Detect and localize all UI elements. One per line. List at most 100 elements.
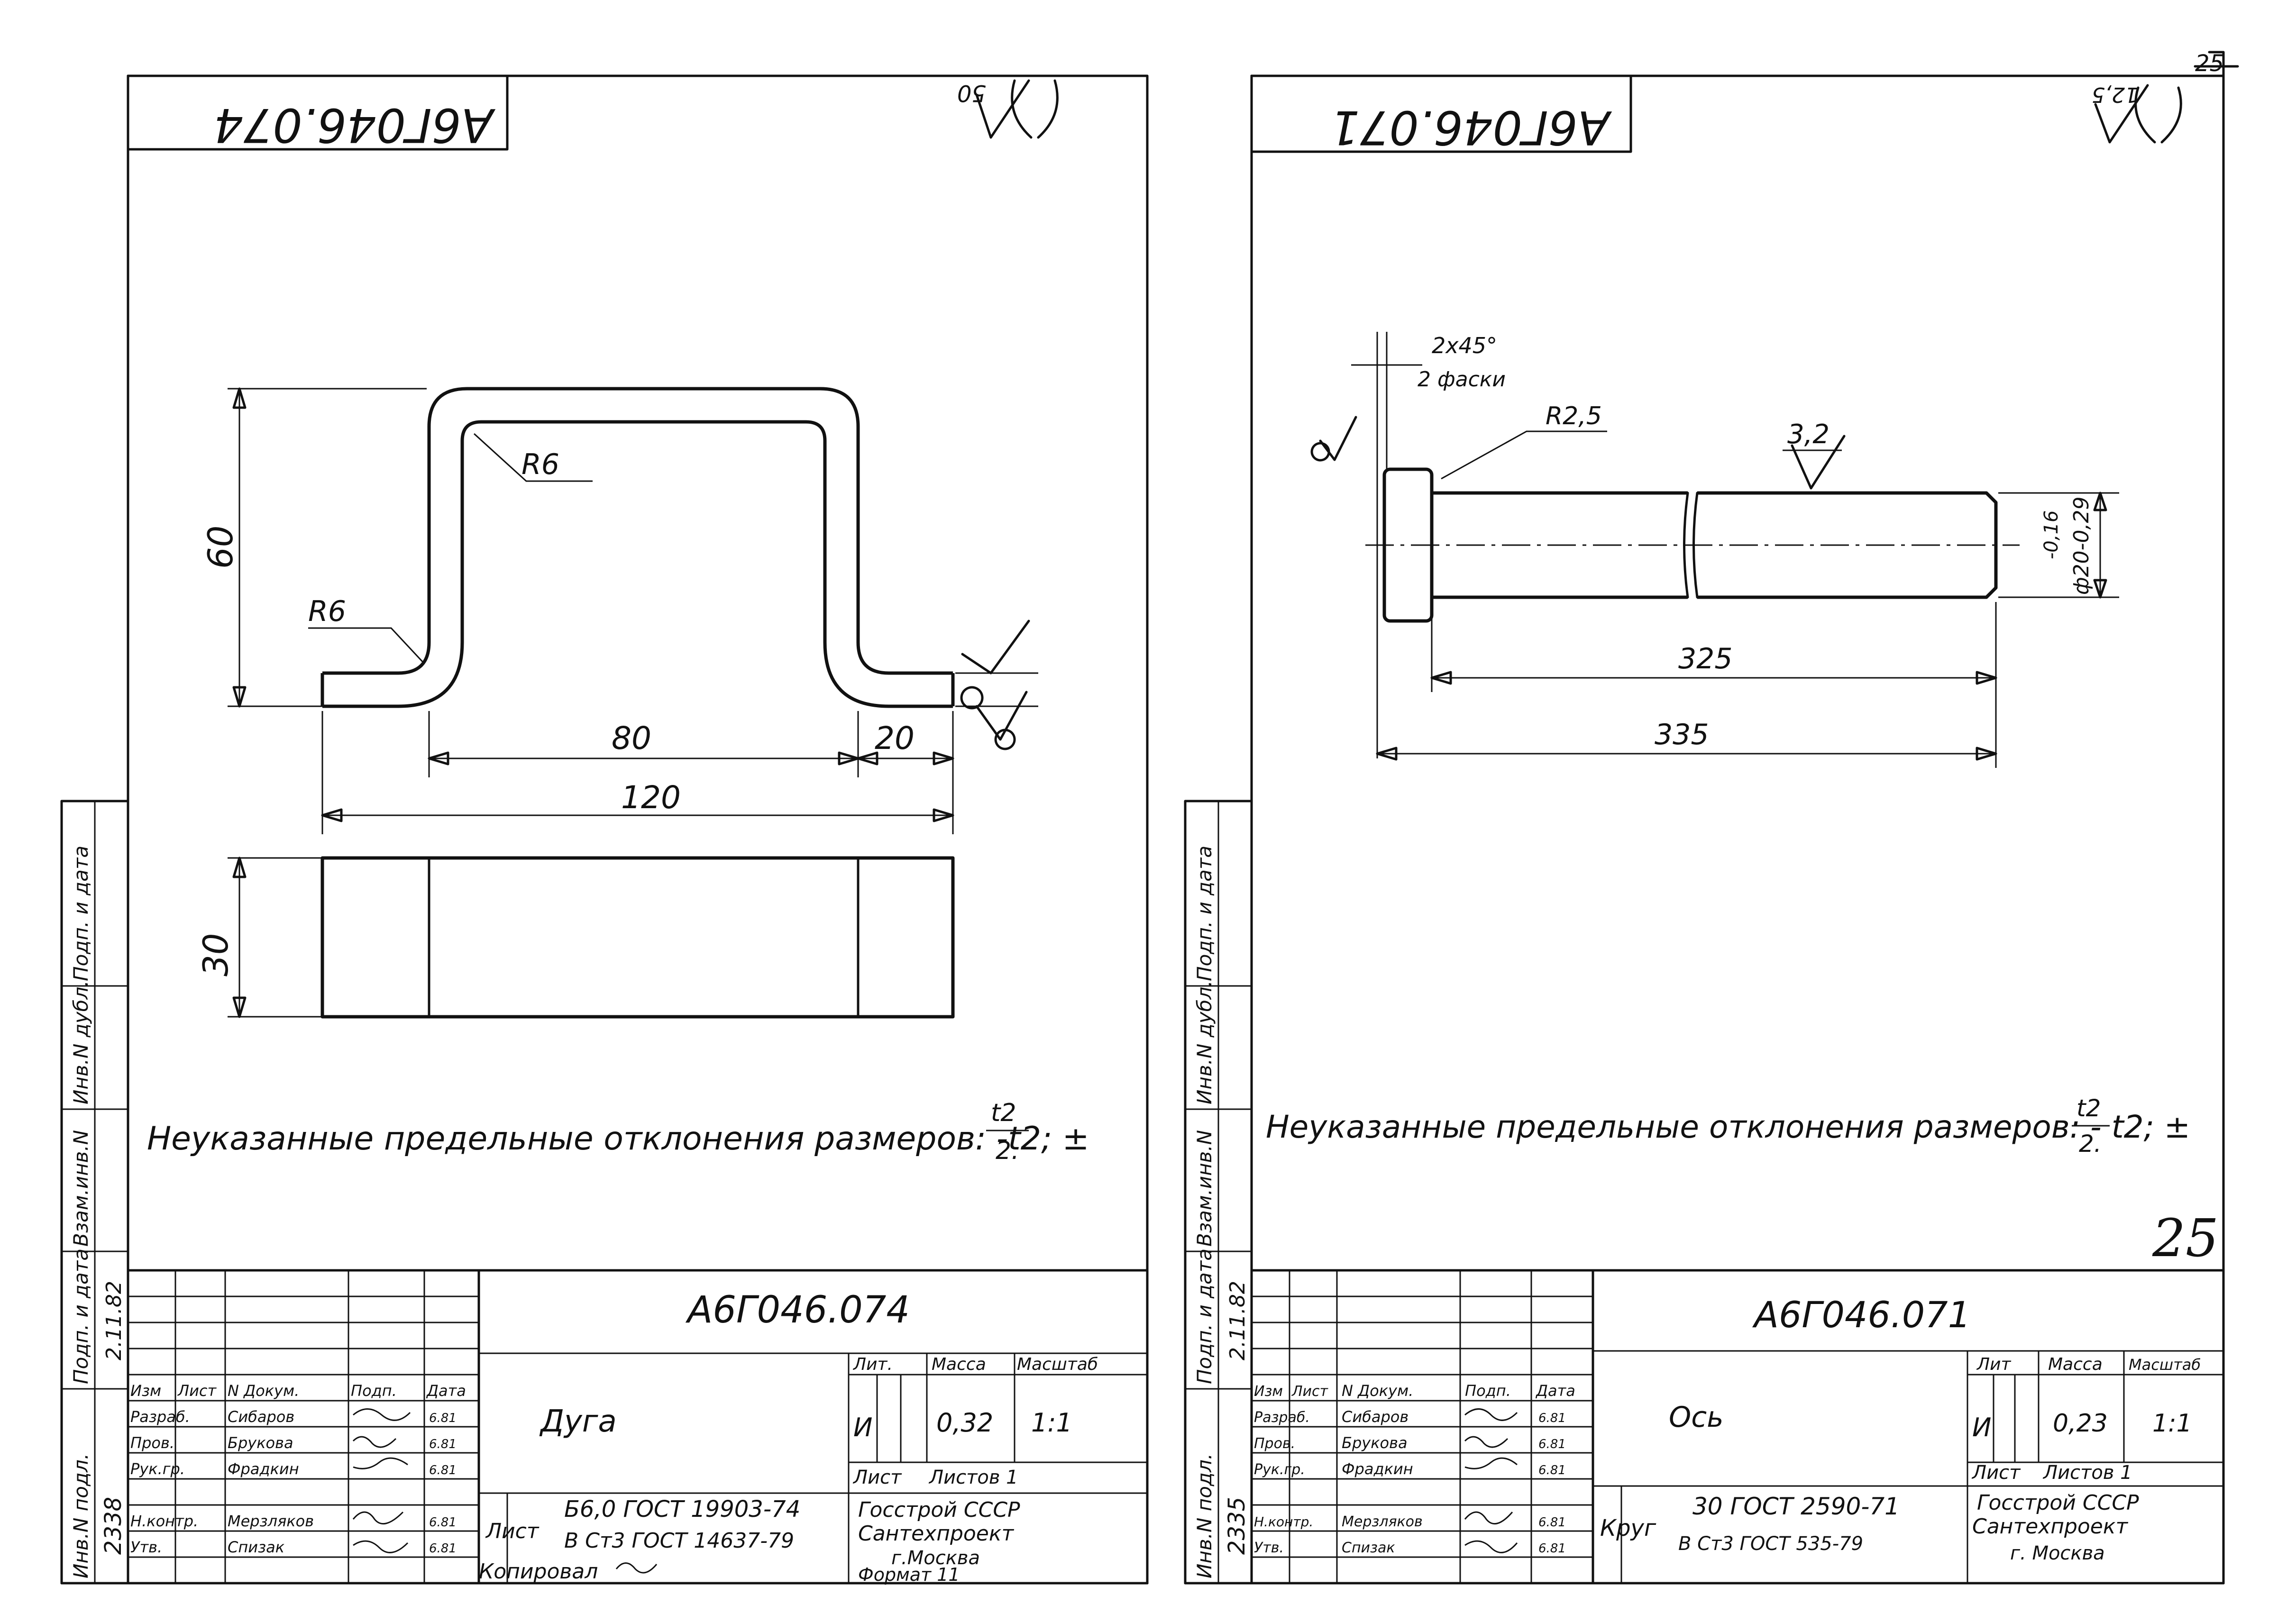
svg-text:2.: 2.	[996, 1137, 1019, 1165]
svg-text:Фрадкин: Фрадкин	[228, 1460, 299, 1478]
page-number: 25	[2195, 50, 2224, 77]
left-roughness-symbol: 50	[957, 79, 1059, 139]
svg-text:Дата: Дата	[426, 1382, 466, 1400]
svg-text:2.11.82: 2.11.82	[102, 1281, 126, 1360]
svg-text:Разраб.: Разраб.	[130, 1408, 190, 1426]
svg-text:Брукова: Брукова	[1342, 1434, 1408, 1452]
svg-text:6.81: 6.81	[429, 1515, 457, 1530]
svg-text:0,23: 0,23	[2053, 1409, 2108, 1438]
svg-text:Неуказанные предельные отклоне: Неуказанные предельные отклонения размер…	[1266, 1109, 2190, 1145]
svg-text:6.81: 6.81	[1538, 1437, 1566, 1451]
svg-text:Лист: Лист	[1971, 1462, 2021, 1484]
svg-text:t2: t2	[2076, 1094, 2101, 1122]
svg-text:Масса: Масса	[2048, 1355, 2103, 1374]
svg-text:325: 325	[1678, 642, 1733, 675]
dim-80-20: 80 20	[321, 711, 954, 834]
svg-text:Мерзляков: Мерзляков	[228, 1512, 314, 1530]
dim-r2-5: R2,5	[1441, 402, 1607, 480]
svg-text:N Докум.: N Докум.	[228, 1382, 299, 1400]
svg-text:А6Г046.074: А6Г046.074	[685, 1289, 910, 1331]
svg-text:R2,5: R2,5	[1546, 402, 1602, 430]
svg-text:Дуга: Дуга	[539, 1404, 617, 1439]
svg-text:Инв.N подл.: Инв.N подл.	[1193, 1453, 1216, 1578]
svg-text:2 фаски: 2 фаски	[1418, 367, 1506, 392]
svg-text:В Ст3 ГОСТ 535-79: В Ст3 ГОСТ 535-79	[1678, 1533, 1863, 1555]
svg-text:Дата: Дата	[1535, 1382, 1575, 1400]
svg-text:Лист: Лист	[1291, 1383, 1329, 1400]
svg-text:6.81: 6.81	[429, 1411, 457, 1425]
svg-text:t2: t2	[991, 1099, 1016, 1127]
svg-text:Подп. и дата: Подп. и дата	[1193, 1249, 1216, 1384]
svg-text:В Ст3 ГОСТ 14637-79: В Ст3 ГОСТ 14637-79	[564, 1529, 794, 1553]
svg-text:Разраб.: Разраб.	[1254, 1409, 1310, 1426]
svg-text:Спизак: Спизак	[1342, 1540, 1395, 1556]
svg-text:Изм: Изм	[130, 1382, 161, 1400]
dim-rough-3-2: 3,2	[1783, 419, 1846, 490]
right-stamp-strip: Подп. и дата Инв.N дубл. Взам.инв.N Подп…	[1184, 800, 1253, 1585]
svg-text:Ось: Ось	[1669, 1401, 1724, 1434]
dim-chamfer: 2х45° 2 фаски	[1310, 332, 1506, 758]
svg-text:Сантехпроект: Сантехпроект	[858, 1522, 1014, 1546]
svg-text:И: И	[1972, 1413, 1991, 1442]
left-side-roughness-symbol	[955, 620, 1038, 750]
handwritten-number: 25	[2152, 1208, 2219, 1268]
svg-text:Лит.: Лит.	[852, 1355, 893, 1374]
svg-text:Мерзляков: Мерзляков	[1342, 1514, 1423, 1530]
left-code-box	[127, 74, 509, 151]
svg-text:Неуказанные предельные отклоне: Неуказанные предельные отклонения размер…	[147, 1120, 1089, 1158]
right-sheet: 25 А6Г046.071 12,5 2х45° 2 фаски R2	[1184, 50, 2239, 1585]
svg-text:20: 20	[875, 720, 915, 757]
svg-text:50: 50	[957, 80, 986, 106]
right-part-axle	[1365, 467, 2020, 623]
svg-text:Фрадкин: Фрадкин	[1342, 1460, 1413, 1478]
left-tolerance-note: Неуказанные предельные отклонения размер…	[147, 1099, 1089, 1165]
dim-r6-top: R6	[473, 433, 593, 482]
svg-text:2338: 2338	[100, 1497, 127, 1555]
svg-text:Инв.N дубл.: Инв.N дубл.	[69, 980, 92, 1104]
svg-text:6.81: 6.81	[1538, 1515, 1566, 1530]
svg-text:30: 30	[196, 933, 236, 976]
svg-text:6.81: 6.81	[1538, 1541, 1566, 1556]
svg-text:ф20-0,29: ф20-0,29	[2069, 497, 2094, 595]
svg-text:Н.контр.: Н.контр.	[130, 1512, 198, 1530]
svg-text:Копировал: Копировал	[479, 1559, 598, 1584]
svg-text:Листов 1: Листов 1	[928, 1467, 1018, 1488]
right-title-block: А6Г046.071 Лит Масса Масштаб Ось И 0,23 …	[1250, 1269, 2225, 1585]
svg-text:Пров.: Пров.	[1254, 1435, 1295, 1452]
svg-text:Сибаров: Сибаров	[1342, 1408, 1409, 1426]
svg-text:6.81: 6.81	[429, 1437, 457, 1451]
svg-text:Инв.N подл.: Инв.N подл.	[69, 1453, 92, 1578]
svg-text:Лист: Лист	[485, 1519, 540, 1543]
svg-text:Масштаб: Масштаб	[1017, 1355, 1098, 1374]
svg-text:6.81: 6.81	[429, 1541, 457, 1556]
svg-text:Масса: Масса	[932, 1355, 986, 1374]
svg-text:6.81: 6.81	[1538, 1463, 1566, 1477]
svg-text:-0,16: -0,16	[2040, 511, 2062, 560]
svg-text:Инв.N дубл.: Инв.N дубл.	[1193, 980, 1216, 1104]
right-roughness-symbol: 12,5	[2092, 82, 2182, 144]
svg-text:Пров.: Пров.	[130, 1434, 174, 1452]
svg-text:г. Москва: г. Москва	[2010, 1542, 2105, 1564]
svg-text:1:1: 1:1	[2152, 1409, 2192, 1438]
svg-text:120: 120	[621, 779, 681, 816]
svg-text:Госстрой СССР: Госстрой СССР	[1977, 1491, 2139, 1515]
left-code-mirrored: А6Г046.074	[214, 98, 496, 152]
svg-text:Н.контр.: Н.контр.	[1254, 1514, 1313, 1530]
left-stamp-strip: Подп. и дата Инв.N дубл. Взам.инв.N Подп…	[60, 800, 129, 1585]
svg-text:Госстрой СССР: Госстрой СССР	[858, 1498, 1020, 1522]
svg-text:12,5: 12,5	[2092, 82, 2138, 107]
svg-text:2.: 2.	[2079, 1130, 2102, 1158]
left-part-front-view	[320, 387, 955, 708]
svg-text:Брукова: Брукова	[228, 1434, 293, 1452]
svg-text:Рук.гр.: Рук.гр.	[1254, 1461, 1305, 1478]
svg-text:Взам.инв.N: Взам.инв.N	[69, 1130, 92, 1247]
svg-text:0,32: 0,32	[936, 1408, 993, 1438]
svg-text:3,2: 3,2	[1787, 419, 1829, 450]
svg-text:Круг: Круг	[1600, 1515, 1656, 1541]
dim-r6-side: R6	[308, 595, 425, 665]
right-code-box	[1250, 74, 1632, 153]
svg-text:Подп. и дата: Подп. и дата	[69, 846, 92, 981]
svg-text:6.81: 6.81	[429, 1463, 457, 1477]
svg-text:Изм: Изм	[1254, 1383, 1283, 1400]
svg-text:N Докум.: N Докум.	[1342, 1382, 1413, 1400]
